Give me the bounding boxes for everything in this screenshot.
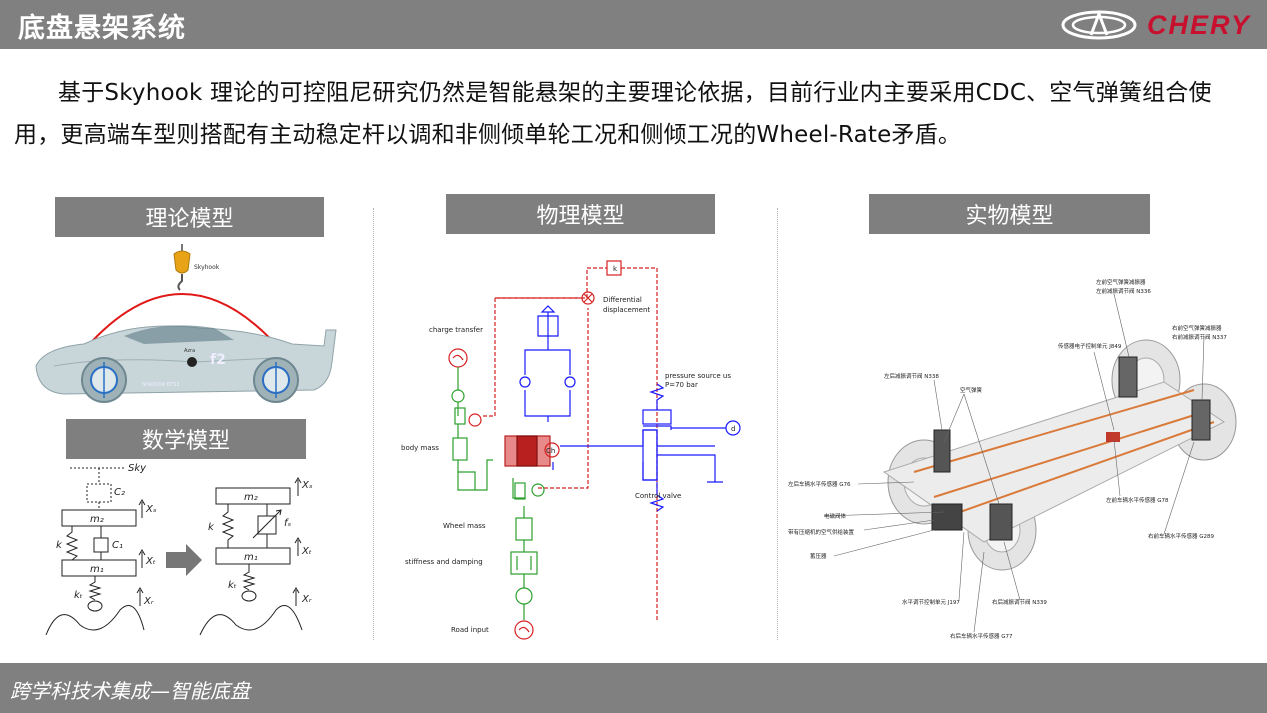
label-air-supply: 带有压缩机的空气供给装置: [788, 528, 855, 536]
header-bar: 底盘悬架系统 CHERY: [0, 0, 1267, 49]
label-reservoir: 蓄压器: [810, 552, 827, 560]
label-fs: fₛ: [284, 518, 292, 529]
label-road: Road input: [451, 626, 489, 634]
chery-emblem-icon: [1061, 8, 1137, 42]
label-level-ecu: 水平调节控制单元 J197: [902, 598, 960, 606]
label-charge: charge transfer: [429, 326, 483, 334]
car-label-shadow: SHADOW BTS2: [142, 382, 180, 388]
label-rl-valve: 左后减振调节阀 N338: [884, 372, 939, 380]
label-fl-sensor: 左前车辆水平传感器 G78: [1106, 496, 1169, 504]
label-d: d: [731, 425, 735, 433]
label-diff2: displacement: [603, 306, 650, 314]
label-fr-air-spring: 右前空气弹簧减振器: [1172, 324, 1222, 332]
label-m1-right: m₁: [244, 552, 258, 563]
label-fl-valve: 左前减振调节阀 N336: [1096, 287, 1151, 295]
label-xs-left: Xₛ: [145, 504, 157, 515]
label-fr-sensor: 右前车辆水平传感器 G289: [1148, 532, 1215, 540]
car-label-azra: Azra: [184, 348, 195, 354]
label-body: body mass: [401, 444, 439, 452]
label-k-phys: k: [613, 265, 618, 273]
label-stiff: stiffness and damping: [405, 558, 483, 566]
label-rr-valve: 右后减振调节阀 N339: [992, 598, 1047, 606]
label-sensor-ecu: 传感器电子控制单元 J849: [1058, 342, 1122, 350]
label-pressure1: pressure source us: [665, 372, 731, 380]
footer-bar: 跨学科技术集成—智能底盘: [0, 663, 1267, 713]
divider-right: [777, 208, 778, 640]
label-fl-air-spring: 左前空气弹簧减振器: [1096, 278, 1146, 286]
divider-left: [373, 208, 374, 640]
label-kt-left: kₜ: [74, 590, 83, 601]
label-kt-right: kₜ: [228, 580, 237, 591]
label-xr-right: Xᵣ: [301, 594, 312, 605]
label-xt-left: Xₜ: [145, 556, 156, 567]
real-model-diagram: 左前空气弹簧减振器 左前减振调节阀 N336 右前空气弹簧减振器 右前减振调节阀…: [784, 272, 1254, 652]
panel-title-physical: 物理模型: [446, 194, 715, 234]
label-rr-sensor: 右后车辆水平传感器 G77: [950, 632, 1013, 640]
label-air-spring: 空气弹簧: [960, 386, 983, 394]
label-c2: C₂: [114, 487, 125, 498]
panel-title-theory: 理论模型: [55, 197, 324, 237]
label-diff1: Differential: [603, 296, 642, 304]
label-c1: C₁: [112, 540, 123, 551]
label-xr-left: Xᵣ: [143, 596, 154, 607]
brand-name: CHERY: [1147, 10, 1251, 41]
label-ch: Ch: [546, 447, 555, 455]
physical-model-diagram: k Differential displacement charge trans…: [395, 250, 765, 650]
math-model-diagram: Sky C₂ m₂ Xₛ k C₁ m₁ Xₜ kₜ Xᵣ m₂ Xₛ k fₛ…: [40, 460, 330, 640]
label-m2-left: m₂: [90, 514, 104, 525]
label-m2-right: m₂: [244, 492, 258, 503]
label-wheel: Wheel mass: [443, 522, 486, 530]
label-rl-sensor: 左后车辆水平传感器 G76: [788, 480, 851, 488]
label-k-left: k: [56, 540, 63, 551]
label-xt-right: Xₜ: [301, 546, 312, 557]
skyhook-label: Skyhook: [194, 264, 220, 271]
label-k-right: k: [208, 522, 215, 533]
brand-logo: CHERY: [1061, 8, 1251, 42]
label-solenoid-block: 电磁阀体: [824, 512, 847, 520]
footer-caption: 跨学科技术集成—智能底盘: [10, 675, 250, 704]
label-sky: Sky: [128, 463, 147, 474]
label-m1-left: m₁: [90, 564, 104, 575]
label-xs-right: Xₛ: [301, 480, 313, 491]
intro-paragraph: 基于Skyhook 理论的可控阻尼研究仍然是智能悬架的主要理论依据，目前行业内主…: [14, 72, 1254, 156]
panel-title-math: 数学模型: [66, 419, 306, 459]
car-label-number: f2: [210, 352, 226, 368]
label-valve: Control valve: [635, 492, 681, 500]
label-fr-valve: 右前减振调节阀 N337: [1172, 333, 1227, 341]
page-title: 底盘悬架系统: [18, 6, 186, 45]
label-pressure2: P=70 bar: [665, 381, 698, 389]
panel-title-real: 实物模型: [869, 194, 1150, 234]
skyhook-car-illustration: Skyhook Azra SHADOW BTS2 f2: [24, 244, 344, 409]
